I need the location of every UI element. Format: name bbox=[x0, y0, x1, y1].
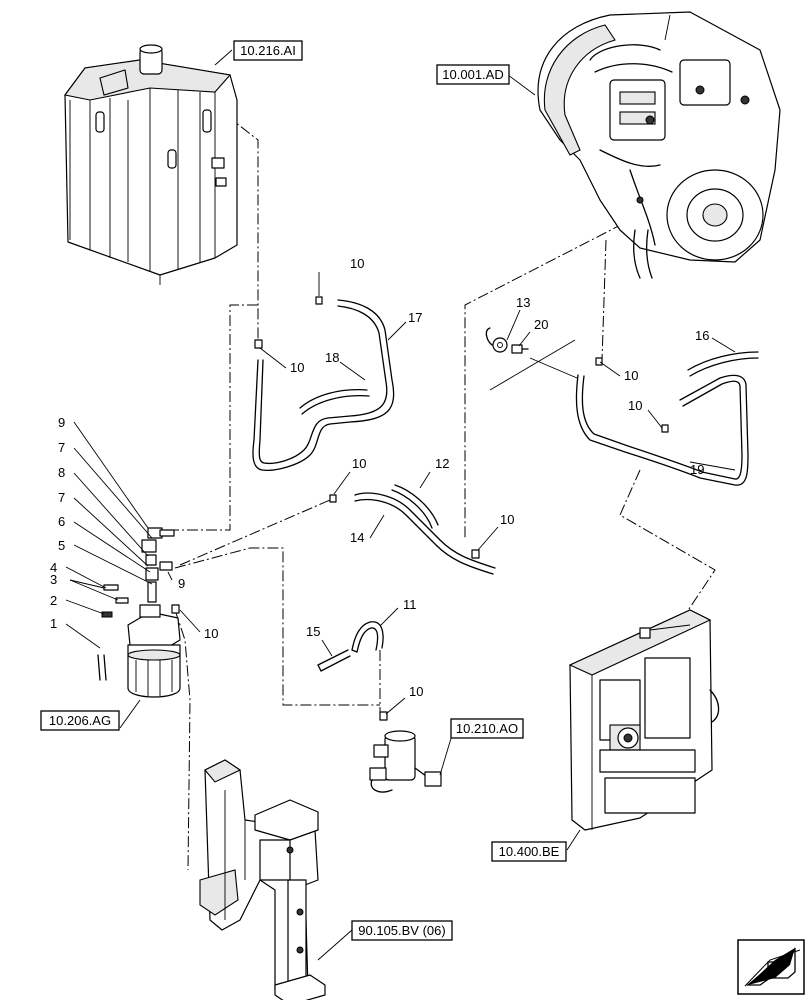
callout-10: 10 bbox=[409, 684, 423, 699]
callout-16: 16 bbox=[695, 328, 709, 343]
callout-numbers: 9 7 8 7 6 5 4 3 2 1 9 10 10 17 10 18 10 … bbox=[50, 256, 709, 699]
ref-radiator[interactable]: 10.400.BE bbox=[491, 841, 567, 862]
callout-7: 7 bbox=[58, 440, 65, 455]
svg-text:10.206.AG: 10.206.AG bbox=[49, 713, 111, 728]
callout-10: 10 bbox=[352, 456, 366, 471]
ref-tank[interactable]: 10.216.AI bbox=[233, 40, 303, 61]
callout-10: 10 bbox=[624, 368, 638, 383]
callout-7: 7 bbox=[58, 490, 65, 505]
leader-lines bbox=[65, 49, 736, 961]
connection-lines bbox=[170, 114, 716, 871]
callout-13: 13 bbox=[516, 295, 530, 310]
callout-10: 10 bbox=[628, 398, 642, 413]
callout-9: 9 bbox=[58, 415, 65, 430]
svg-text:10.400.BE: 10.400.BE bbox=[499, 844, 560, 859]
fuel-sensor bbox=[369, 730, 442, 793]
svg-text:10.001.AD: 10.001.AD bbox=[442, 67, 503, 82]
callout-12: 12 bbox=[435, 456, 449, 471]
arrow-icon[interactable] bbox=[737, 939, 805, 995]
callout-17: 17 bbox=[408, 310, 422, 325]
ref-sensor[interactable]: 10.210.AO bbox=[450, 718, 524, 739]
callout-10: 10 bbox=[500, 512, 514, 527]
clip-and-bolt bbox=[485, 327, 578, 391]
fuel-filter bbox=[127, 604, 181, 698]
frame bbox=[199, 759, 326, 1000]
hoses bbox=[97, 299, 759, 681]
callout-9: 9 bbox=[178, 576, 185, 591]
callout-8: 8 bbox=[58, 465, 65, 480]
callout-5: 5 bbox=[58, 538, 65, 553]
ref-frame[interactable]: 90.105.BV (06) bbox=[351, 920, 453, 941]
callout-10: 10 bbox=[204, 626, 218, 641]
callout-1: 1 bbox=[50, 616, 57, 631]
radiator bbox=[568, 609, 720, 831]
callout-15: 15 bbox=[306, 624, 320, 639]
clamps bbox=[171, 296, 669, 721]
callout-6: 6 bbox=[58, 514, 65, 529]
filter-fittings bbox=[101, 527, 175, 618]
callout-2: 2 bbox=[50, 593, 57, 608]
callout-4: 4 bbox=[50, 560, 57, 575]
svg-text:10.210.AO: 10.210.AO bbox=[456, 721, 518, 736]
engine bbox=[537, 11, 781, 279]
svg-text:90.105.BV (06): 90.105.BV (06) bbox=[358, 923, 445, 938]
callout-19: 19 bbox=[690, 462, 704, 477]
svg-text:10.216.AI: 10.216.AI bbox=[240, 43, 296, 58]
callout-18: 18 bbox=[325, 350, 339, 365]
ref-engine[interactable]: 10.001.AD bbox=[436, 64, 510, 85]
callout-10: 10 bbox=[290, 360, 304, 375]
fuel-tank bbox=[64, 44, 238, 285]
callout-20: 20 bbox=[534, 317, 548, 332]
callout-11: 11 bbox=[403, 597, 417, 612]
callout-10: 10 bbox=[350, 256, 364, 271]
callout-14: 14 bbox=[350, 530, 364, 545]
ref-filter[interactable]: 10.206.AG bbox=[40, 710, 120, 731]
callout-3: 3 bbox=[50, 572, 57, 587]
